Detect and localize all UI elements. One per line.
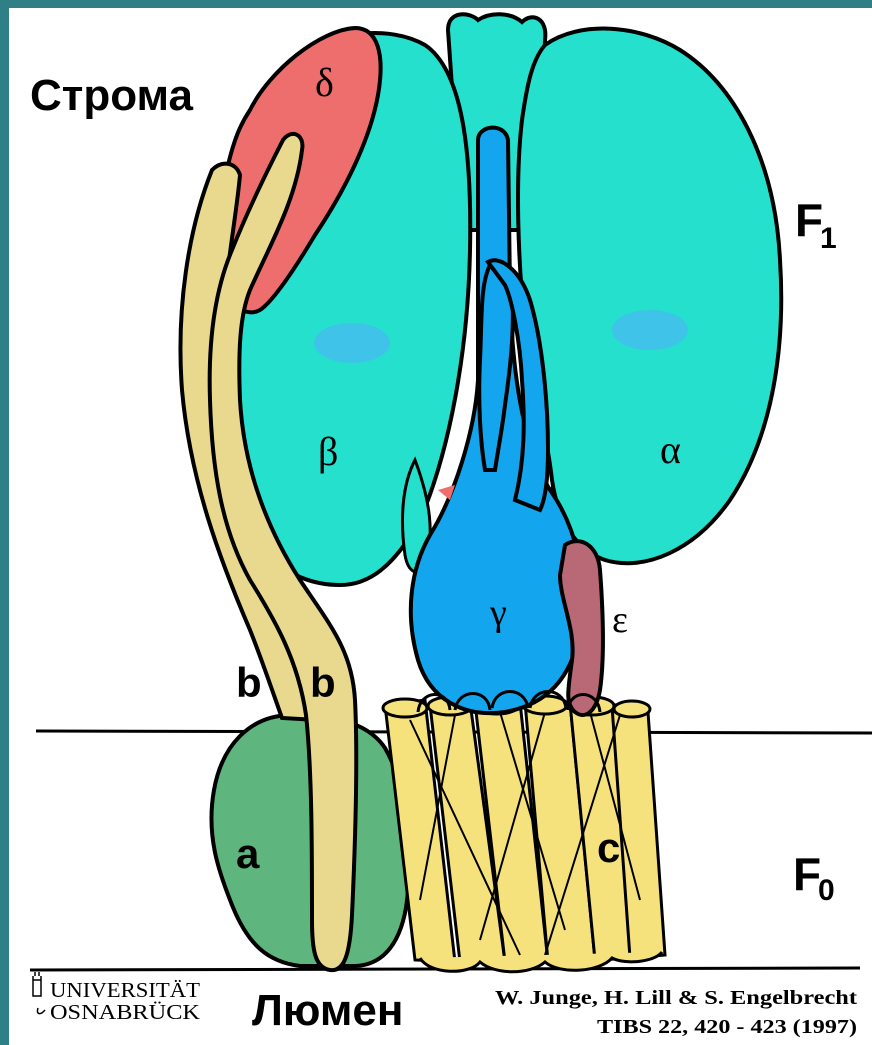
- subunit-alpha-shape: [518, 29, 781, 564]
- f0-label-sub: 0: [818, 874, 835, 907]
- university-logo: UNIVERSITÄT OSNABRÜCK: [33, 972, 200, 1024]
- citation-authors: W. Junge, H. Lill & S. Engelbrecht: [495, 987, 857, 1009]
- delta-label: δ: [315, 60, 334, 105]
- f1-label-sub: 1: [820, 222, 837, 255]
- logo-line1: UNIVERSITÄT: [50, 978, 200, 1002]
- f0-label-main: F: [793, 848, 821, 900]
- alpha-binding-site: [612, 310, 688, 350]
- a-label: a: [236, 830, 260, 877]
- lumen-label: Люмен: [252, 986, 403, 1035]
- c-label: c: [597, 824, 620, 871]
- alpha-label: α: [660, 427, 681, 472]
- beta-binding-site: [314, 323, 390, 363]
- epsilon-label: ε: [612, 599, 628, 641]
- b-outer-label: b: [236, 659, 262, 706]
- logo-line2: OSNABRÜCK: [50, 1000, 200, 1024]
- f1-label-main: F: [795, 194, 823, 246]
- castle-icon: [33, 972, 45, 1014]
- c-ring: [383, 696, 665, 972]
- beta-label: β: [318, 429, 338, 474]
- stroma-label: Строма: [30, 71, 193, 120]
- b-inner-label: b: [310, 659, 336, 706]
- citation-journal: TIBS 22, 420 - 423 (1997): [597, 1016, 857, 1038]
- gamma-label: γ: [489, 592, 507, 634]
